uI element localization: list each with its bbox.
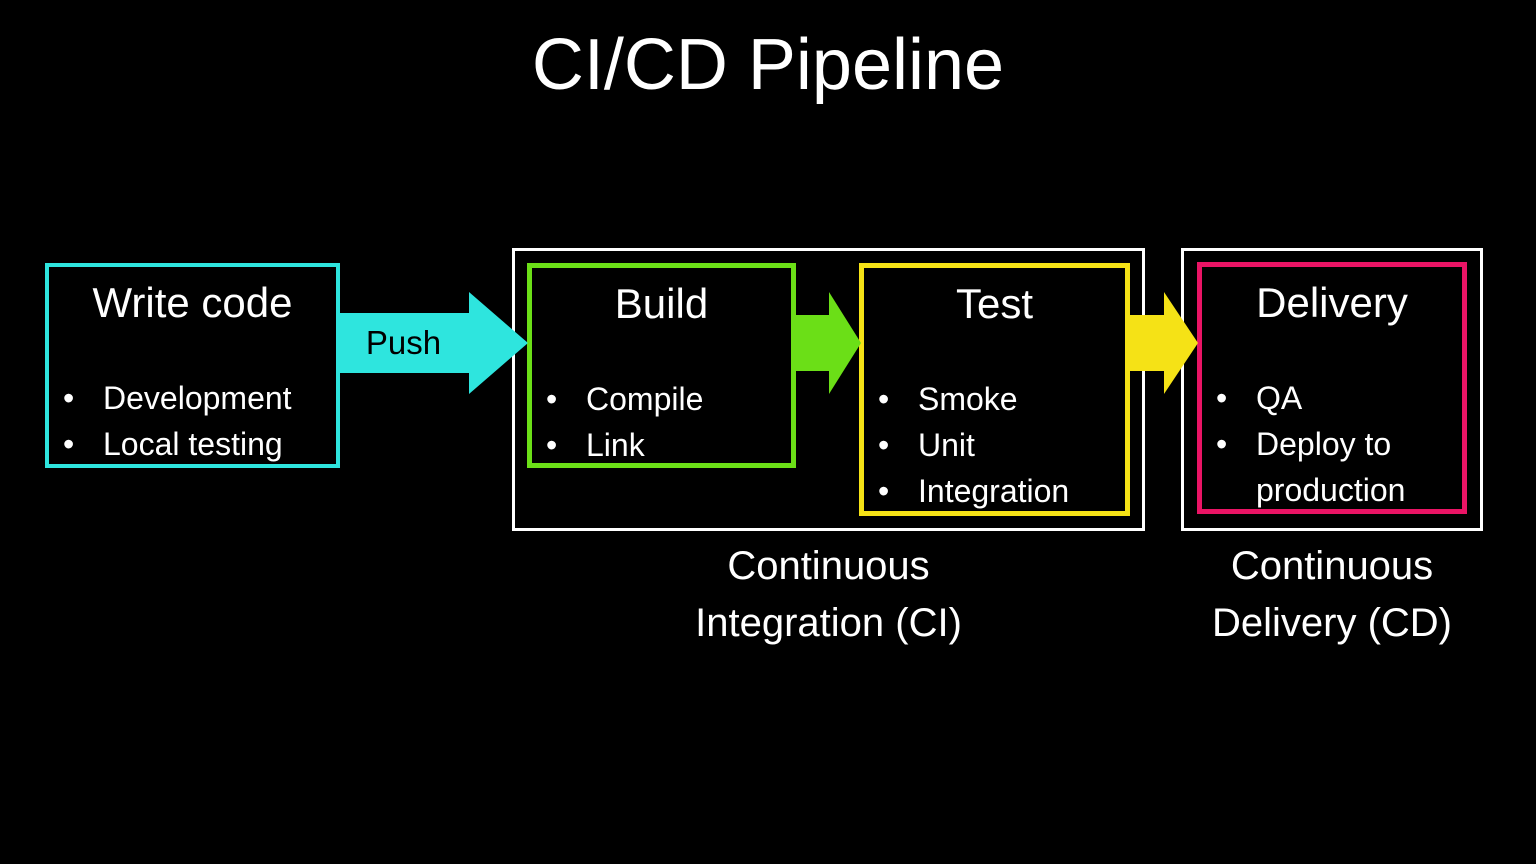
build-title: Build: [614, 280, 709, 327]
write-code-list: • Development • Local testing: [49, 375, 330, 467]
build-box: Build • Compile • Link: [527, 263, 796, 468]
list-item-text: Deploy to production: [1256, 426, 1406, 508]
bullet-icon: •: [878, 427, 890, 463]
list-item-text: Compile: [586, 381, 704, 417]
bullet-icon: •: [1216, 426, 1228, 462]
delivery-box: Delivery • QA • Deploy to production: [1197, 262, 1467, 514]
ci-group-label: Continuous Integration (CI): [512, 538, 1145, 652]
list-item-text: Link: [586, 427, 645, 463]
bullet-icon: •: [878, 381, 890, 417]
write-code-title: Write code: [92, 279, 293, 326]
build-to-test-arrow-icon: [795, 292, 861, 394]
delivery-title: Delivery: [1256, 279, 1408, 326]
bullet-icon: •: [546, 427, 558, 463]
page-title: CI/CD Pipeline: [531, 25, 1005, 105]
bullet-icon: •: [878, 473, 890, 509]
list-item-text: Integration: [918, 473, 1070, 509]
bullet-icon: •: [546, 381, 558, 417]
bullet-icon: •: [63, 426, 75, 462]
list-item: • Link: [532, 422, 785, 468]
bullet-icon: •: [1216, 380, 1228, 416]
test-to-delivery-arrow-shape: [1128, 292, 1198, 394]
list-item-text: Unit: [918, 427, 975, 463]
build-to-test-arrow-shape: [795, 292, 861, 394]
list-item-text: Development: [103, 380, 292, 416]
test-title: Test: [955, 280, 1034, 327]
push-arrow-shape: [338, 292, 528, 394]
test-to-delivery-arrow-icon: [1128, 292, 1198, 394]
cd-group-container: [1181, 248, 1483, 531]
list-item: • Compile: [532, 376, 785, 422]
list-item: • Smoke: [864, 376, 1119, 422]
test-list: • Smoke • Unit • Integration: [864, 376, 1119, 514]
delivery-list: • QA • Deploy to production: [1202, 375, 1456, 513]
list-item-text: QA: [1256, 380, 1303, 416]
cd-group-label: Continuous Delivery (CD): [1181, 538, 1483, 652]
list-item: • Deploy to production: [1202, 421, 1456, 513]
ci-group-label-text: Continuous Integration (CI): [695, 544, 962, 645]
list-item: • Development: [49, 375, 330, 421]
list-item: • QA: [1202, 375, 1456, 421]
list-item: • Local testing: [49, 421, 330, 467]
list-item: • Integration: [864, 468, 1119, 514]
write-code-box: Write code • Development • Local testing: [45, 263, 340, 468]
build-list: • Compile • Link: [532, 376, 785, 468]
push-arrow-icon: [338, 292, 528, 394]
push-arrow-label: Push: [365, 324, 442, 361]
list-item-text: Local testing: [103, 426, 283, 462]
test-box: Test • Smoke • Unit • Integration: [859, 263, 1130, 516]
list-item: • Unit: [864, 422, 1119, 468]
ci-group-container: [512, 248, 1145, 531]
bullet-icon: •: [63, 380, 75, 416]
cd-group-label-text: Continuous Delivery (CD): [1212, 544, 1452, 645]
list-item-text: Smoke: [918, 381, 1018, 417]
